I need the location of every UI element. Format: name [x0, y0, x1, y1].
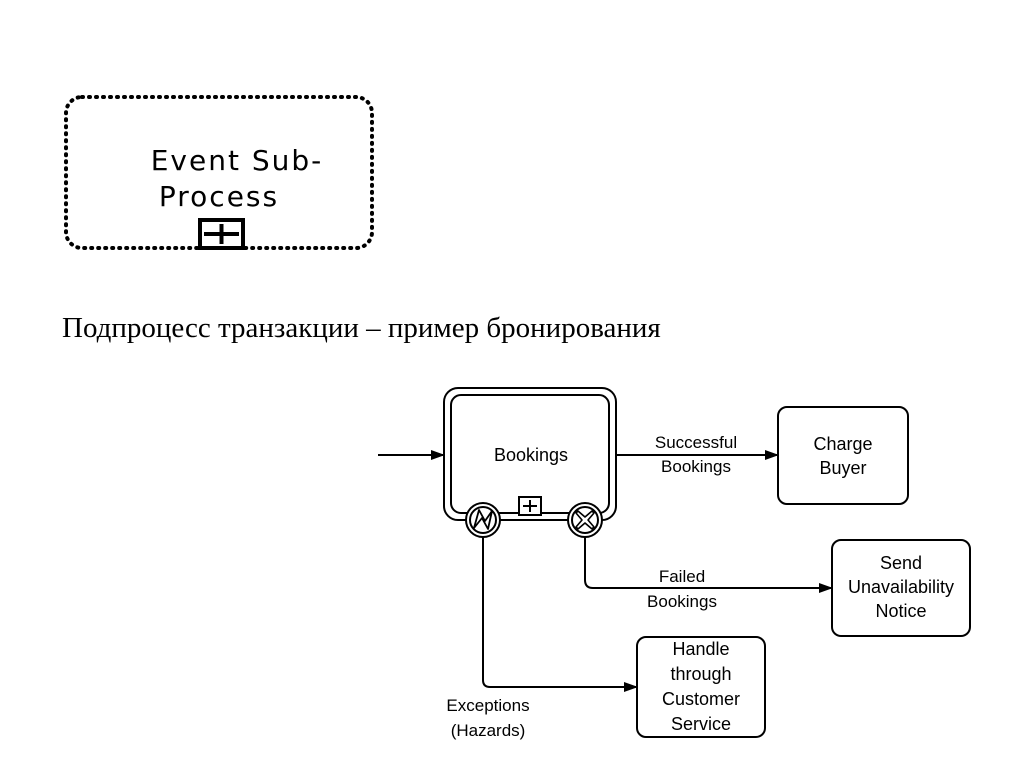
charge-buyer-line1: Charge [813, 434, 872, 454]
send-notice-line1: Send [880, 553, 922, 573]
handle-line1: Handle [672, 639, 729, 659]
event-subprocess-shape[interactable]: Event Sub- Process [64, 95, 374, 250]
send-notice-line3: Notice [875, 601, 926, 621]
bookings-label: Bookings [494, 445, 568, 465]
handle-customer-service-task[interactable]: Handle through Customer Service [636, 636, 766, 738]
charge-buyer-task[interactable]: Charge Buyer [777, 406, 909, 505]
exceptions-label-line1: Exceptions [446, 696, 529, 715]
event-subprocess-label-line2: Process [159, 180, 279, 213]
send-notice-line2: Unavailability [848, 577, 954, 597]
handle-line2: through [670, 664, 731, 684]
successful-label-line2: Bookings [661, 457, 731, 476]
failed-label-line2: Bookings [647, 592, 717, 611]
event-subprocess-label-line1: Event Sub- [151, 144, 324, 177]
subprocess-expand-icon[interactable] [518, 496, 542, 516]
page-heading: Подпроцесс транзакции – пример бронирова… [62, 312, 661, 344]
expand-marker-icon[interactable] [198, 218, 245, 250]
error-boundary-event-icon[interactable] [465, 502, 501, 538]
charge-buyer-line2: Buyer [819, 458, 866, 478]
failed-flow-arrow [584, 537, 833, 593]
failed-label-line1: Failed [659, 567, 705, 586]
exceptions-label-line2: (Hazards) [451, 721, 526, 740]
successful-label-line1: Successful [655, 433, 737, 452]
bookings-transaction-shape[interactable]: Bookings [443, 387, 617, 521]
cancel-boundary-event-icon[interactable] [567, 502, 603, 538]
handle-line3: Customer [662, 689, 740, 709]
exceptions-flow-arrow [482, 537, 638, 692]
handle-line4: Service [671, 714, 731, 734]
send-unavailability-notice-task[interactable]: Send Unavailability Notice [831, 539, 971, 637]
